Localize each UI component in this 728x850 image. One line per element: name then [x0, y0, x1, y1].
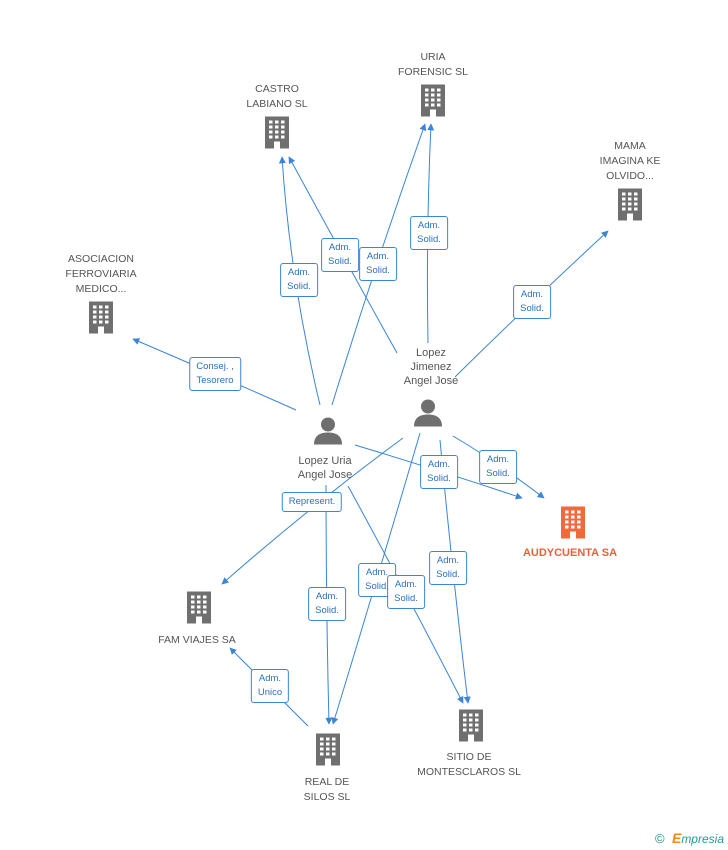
edge-label-line: Adm. [258, 673, 282, 684]
edge-label-line: Solid. [394, 593, 418, 604]
edge-label-real-to-fam: Adm. Unico [250, 669, 290, 703]
node-label-line: MEDICO... [75, 283, 127, 295]
audycuenta-label[interactable]: AUDYCUENTA SA [523, 546, 617, 561]
edge-label-lopez_uria-to-sitio: Adm. Solid. [387, 575, 425, 609]
brand-logo: Empresia [671, 830, 724, 846]
edge-label-line: Adm. [427, 459, 451, 470]
node-label-line: Lopez Uria [298, 455, 352, 467]
edge-label-line: Tesorero [196, 375, 234, 386]
audycuenta-building-icon[interactable] [557, 505, 589, 546]
node-label-line: Angel Jose [297, 469, 353, 481]
edge-label-line: Adm. [394, 579, 418, 590]
node-label-line: Angel Jose [403, 375, 459, 387]
castro-label[interactable]: CASTRO LABIANO SL [246, 82, 307, 112]
edge-label-lopez_jimenez-to-castro: Adm. Solid. [321, 238, 359, 272]
node-label-line: Lopez [416, 347, 446, 359]
edge-label-lopez_uria-to-asociacion: Consej. , Tesorero [189, 357, 241, 391]
edge-label-line: Represent. [288, 496, 336, 507]
edge-label-line: Adm. [328, 242, 352, 253]
edge-label-line: Consej. , [196, 361, 234, 372]
edge-label-line: Solid. [417, 234, 441, 245]
lopez_jimenez-person-icon[interactable] [413, 398, 443, 433]
edge-label-line: Adm. [417, 220, 441, 231]
node-label-line: FORENSIC SL [397, 66, 469, 78]
edge-label-lopez_jimenez-to-mama: Adm. Solid. [513, 285, 551, 319]
edge-label-line: Solid. [366, 265, 390, 276]
edge-label-line: Adm. [520, 289, 544, 300]
sitio-label[interactable]: SITIO DE MONTESCLAROS SL [417, 750, 521, 780]
edge-label-line: Solid. [486, 468, 510, 479]
edge-label-lopez_uria-to-castro: Adm. Solid. [280, 263, 318, 297]
edge-label-line: Solid. [436, 569, 460, 580]
edge-label-line: Solid. [328, 256, 352, 267]
edge-label-lopez_uria-to-audycuenta: Adm. Solid. [420, 455, 458, 489]
node-label-line: IMAGINA KE [599, 155, 661, 167]
edge-label-lopez_jimenez-to-fam: Represent. [281, 492, 343, 512]
edge-label-line: Unico [257, 687, 283, 698]
edge-label-lopez_uria-to-real: Adm. Solid. [308, 587, 346, 621]
fam-label[interactable]: FAM VIAJES SA [158, 633, 236, 648]
node-label-line: Jimenez [410, 361, 452, 373]
edge-label-line: Solid. [287, 281, 311, 292]
sitio-building-icon[interactable] [455, 708, 487, 749]
mama-building-icon[interactable] [614, 187, 646, 228]
edge-label-line: Solid. [315, 605, 339, 616]
edge-label-line: Adm. [436, 555, 460, 566]
uria-building-icon[interactable] [417, 83, 449, 124]
node-label-line: MAMA [614, 140, 646, 152]
real-building-icon[interactable] [312, 732, 344, 773]
node-label-line: LABIANO SL [246, 98, 308, 110]
edge-label-line: Adm. [315, 591, 339, 602]
edge-label-line: Solid. [427, 473, 451, 484]
edge-label-line: Solid. [520, 303, 544, 314]
edge-label-line: Adm. [486, 454, 510, 465]
uria-label[interactable]: URIA FORENSIC SL [398, 50, 468, 80]
edge-label-lopez_jimenez-to-uria: Adm. Solid. [410, 216, 448, 250]
node-label-line: SITIO DE [446, 751, 492, 763]
node-label-line: FERROVIARIA [65, 268, 137, 280]
edge-label-line: Solid. [365, 581, 389, 592]
castro-building-icon[interactable] [261, 115, 293, 156]
node-label-line: AUDYCUENTA SA [522, 547, 618, 559]
node-label-line: URIA [420, 51, 446, 63]
real-label[interactable]: REAL DE SILOS SL [304, 775, 351, 805]
edge-label-lopez_jimenez-to-sitio: Adm. Solid. [429, 551, 467, 585]
fam-building-icon[interactable] [183, 590, 215, 631]
node-label-line: CASTRO [255, 83, 299, 95]
node-label-line: REAL DE [304, 776, 350, 788]
edge-label-line: Adm. [365, 567, 389, 578]
node-label-line: SILOS SL [303, 791, 351, 803]
edge-label-line: Adm. [287, 267, 311, 278]
node-label-line: ASOCIACION [68, 253, 134, 265]
copyright-symbol: © [655, 831, 665, 846]
mama-label[interactable]: MAMA IMAGINA KE OLVIDO... [600, 139, 661, 184]
node-label-line: FAM VIAJES SA [158, 634, 236, 646]
node-label-line: OLVIDO... [606, 170, 654, 182]
footer-credit: © Empresia [655, 830, 724, 846]
edge-label-line: Adm. [366, 251, 390, 262]
node-label-line: MONTESCLAROS SL [417, 766, 521, 778]
asociacion-building-icon[interactable] [85, 300, 117, 341]
edge-label-lopez_uria-to-uria: Adm. Solid. [359, 247, 397, 281]
asociacion-label[interactable]: ASOCIACION FERROVIARIA MEDICO... [65, 252, 136, 297]
edge-label-lopez_jimenez-to-audycuenta: Adm. Solid. [479, 450, 517, 484]
lopez_uria-person-icon[interactable] [313, 416, 343, 451]
